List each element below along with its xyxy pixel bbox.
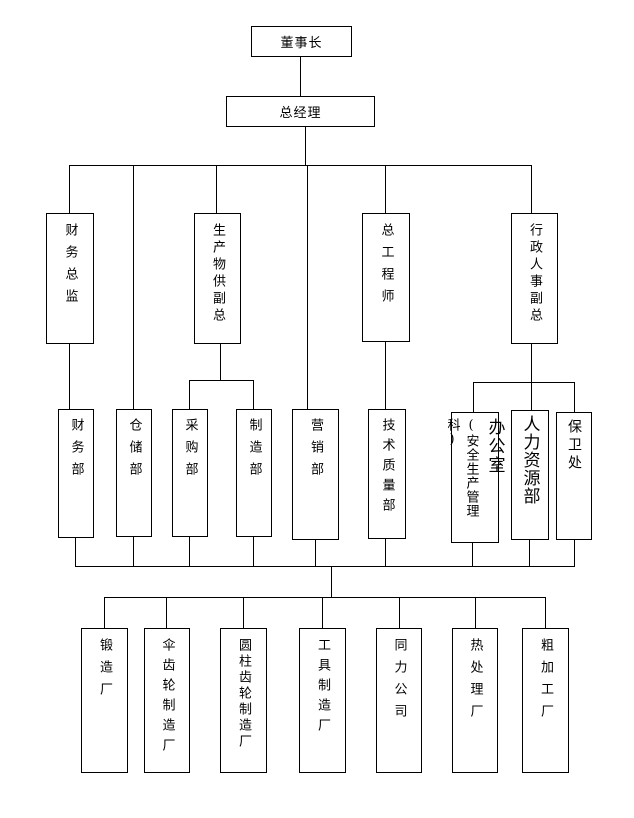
- tech-quality-dept-box: 技术质量部: [368, 409, 406, 539]
- cylindrical-gear-plant-label: 圆柱齿轮制造厂: [236, 638, 251, 750]
- heat-treatment-plant-label: 热处理厂: [467, 638, 483, 726]
- rough-machining-plant-box: 粗加工厂: [522, 628, 569, 773]
- tongli-company-label: 同力公司: [391, 638, 407, 726]
- cylindrical-gear-plant-box: 圆柱齿轮制造厂: [220, 628, 267, 773]
- office-box: 办公室 (安全生产管理科): [445, 412, 505, 543]
- warehouse-dept-label: 仓储部: [126, 418, 142, 484]
- security-dept-box: 保卫处: [556, 412, 592, 540]
- tools-plant-box: 工具制造厂: [299, 628, 346, 773]
- manufacturing-dept-box: 制造部: [236, 409, 272, 537]
- chairman-label: 董事长: [280, 36, 323, 51]
- office-note-label: (安全生产管理科): [444, 418, 479, 518]
- tools-plant-label: 工具制造厂: [315, 638, 330, 738]
- forging-plant-label: 锻造厂: [97, 638, 112, 704]
- chairman-box: 董事长: [251, 26, 352, 57]
- purchasing-dept-box: 采购部: [172, 409, 208, 537]
- sales-dept-box: 营销部: [292, 409, 339, 540]
- general-manager-box: 总经理: [226, 96, 375, 127]
- general-manager-label: 总经理: [279, 106, 322, 121]
- admin-hr-vp-label: 行政人事副总: [527, 223, 542, 325]
- rough-machining-plant-label: 粗加工厂: [538, 638, 553, 726]
- hr-dept-box: 人力资源部: [511, 410, 549, 540]
- chief-engineer-label: 总工程师: [378, 223, 394, 311]
- finance-dept-box: 财务部: [58, 409, 94, 538]
- chief-engineer-box: 总工程师: [362, 213, 410, 342]
- finance-dept-label: 财务部: [68, 418, 84, 484]
- finance-director-label: 财务总监: [62, 223, 78, 311]
- bevel-gear-plant-box: 伞齿轮制造厂: [144, 628, 190, 773]
- finance-director-box: 财务总监: [46, 213, 94, 344]
- security-dept-label: 保卫处: [566, 419, 582, 473]
- forging-plant-box: 锻造厂: [81, 628, 128, 773]
- manufacturing-dept-label: 制造部: [246, 418, 262, 484]
- hr-dept-label: 人力资源部: [519, 415, 540, 505]
- tongli-company-box: 同力公司: [376, 628, 422, 773]
- purchasing-dept-label: 采购部: [182, 418, 198, 484]
- bevel-gear-plant-label: 伞齿轮制造厂: [159, 638, 175, 758]
- office-title-label: 办公室: [484, 418, 505, 475]
- production-vp-box: 生产物供副总: [194, 213, 241, 344]
- tech-quality-dept-label: 技术质量部: [379, 418, 395, 518]
- heat-treatment-plant-box: 热处理厂: [452, 628, 498, 773]
- admin-hr-vp-box: 行政人事副总: [511, 213, 558, 344]
- production-vp-label: 生产物供副总: [210, 223, 225, 325]
- sales-dept-label: 营销部: [308, 418, 323, 484]
- warehouse-dept-box: 仓储部: [116, 409, 152, 537]
